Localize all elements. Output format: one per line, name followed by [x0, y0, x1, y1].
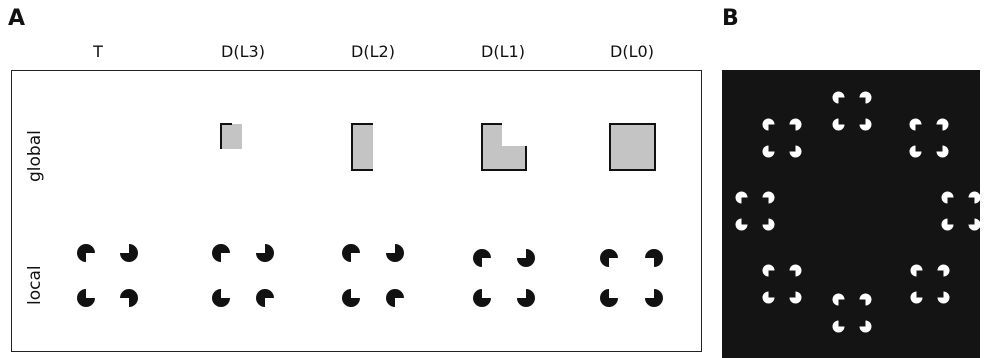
- pacman: [473, 289, 491, 307]
- inducer: [909, 118, 922, 131]
- inducer: [789, 145, 802, 158]
- inducer: [936, 145, 949, 158]
- pacman: [386, 244, 404, 262]
- pacman: [645, 289, 663, 307]
- pacman: [212, 289, 230, 307]
- inducer: [789, 291, 802, 304]
- inducer: [937, 264, 950, 277]
- column-label-D-L3: D(L3): [221, 42, 265, 61]
- inducer: [968, 218, 981, 231]
- pacman: [600, 249, 618, 267]
- inducer: [735, 218, 748, 231]
- inducer: [859, 293, 872, 306]
- inducer: [937, 291, 950, 304]
- inducer: [735, 191, 748, 204]
- pacman: [517, 289, 535, 307]
- pacman: [473, 249, 491, 267]
- pacman: [645, 249, 663, 267]
- inducer: [762, 264, 775, 277]
- column-label-D-L0: D(L0): [610, 42, 654, 61]
- inducer: [762, 291, 775, 304]
- inducer: [832, 320, 845, 333]
- inducer: [859, 91, 872, 104]
- inducer: [832, 91, 845, 104]
- inducer: [936, 118, 949, 131]
- inducer: [762, 218, 775, 231]
- global-shape-D-L0: [609, 123, 656, 171]
- panel-a-frame: [11, 70, 702, 352]
- panel-b-label: B: [722, 6, 739, 31]
- inducer: [762, 145, 775, 158]
- inducer: [910, 291, 923, 304]
- inducer: [762, 118, 775, 131]
- inducer: [909, 145, 922, 158]
- inducer: [910, 264, 923, 277]
- pacman: [120, 289, 138, 307]
- inducer: [789, 118, 802, 131]
- pacman: [256, 244, 274, 262]
- inducer: [832, 293, 845, 306]
- global-shape-D-L2: [351, 123, 373, 171]
- panel-a-label: A: [8, 6, 26, 31]
- pacman: [517, 249, 535, 267]
- pacman: [600, 289, 618, 307]
- pacman: [256, 289, 274, 307]
- global-shape-D-L3: [220, 123, 242, 149]
- pacman: [120, 244, 138, 262]
- pacman: [77, 289, 95, 307]
- global-shape-D-L1: [481, 123, 527, 171]
- inducer: [789, 264, 802, 277]
- pacman: [212, 244, 230, 262]
- inducer: [941, 191, 954, 204]
- inducer: [941, 218, 954, 231]
- column-label-D-L1: D(L1): [481, 42, 525, 61]
- inducer: [762, 191, 775, 204]
- pacman: [77, 244, 95, 262]
- column-label-T: T: [93, 42, 103, 61]
- inducer: [859, 320, 872, 333]
- column-label-D-L2: D(L2): [351, 42, 395, 61]
- pacman: [342, 289, 360, 307]
- inducer: [968, 191, 981, 204]
- pacman: [386, 289, 404, 307]
- pacman: [342, 244, 360, 262]
- inducer: [859, 118, 872, 131]
- inducer: [832, 118, 845, 131]
